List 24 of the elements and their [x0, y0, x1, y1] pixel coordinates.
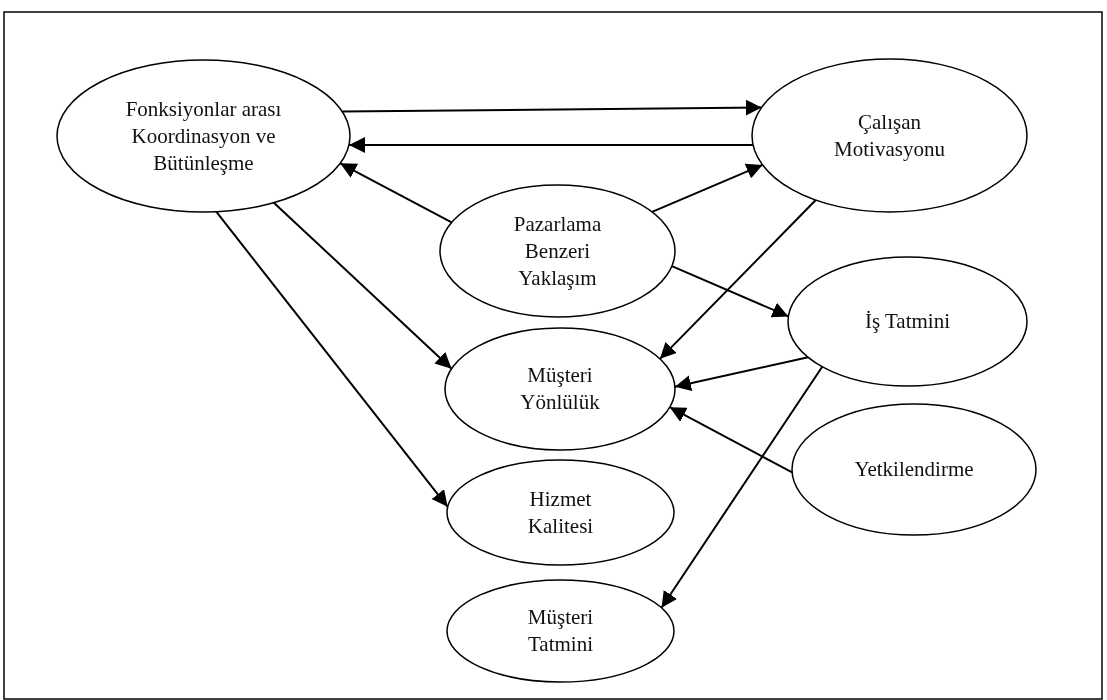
- ellipse-node: [792, 404, 1036, 535]
- node-label: Müşteri Tatmini: [526, 604, 595, 658]
- node-label: İş Tatmini: [864, 308, 951, 335]
- node-label: Müşteri Yönlülük: [519, 362, 601, 416]
- arrow: [341, 99, 763, 116]
- ellipse-node: [57, 60, 350, 212]
- ellipse-node: [447, 460, 674, 565]
- node-label: Hizmet Kalitesi: [526, 485, 595, 540]
- ellipse-node: [788, 257, 1027, 386]
- arrow: [670, 265, 790, 318]
- arrow: [660, 365, 824, 609]
- arrow: [215, 210, 449, 508]
- node-label: Pazarlama Benzeri Yaklaşım: [512, 210, 603, 292]
- node-label: Yetkilendirme: [854, 456, 974, 483]
- ellipse-node: [440, 185, 675, 317]
- arrow: [659, 199, 817, 360]
- arrow: [651, 163, 764, 213]
- node-label: Fonksiyonlar arası Koordinasyon ve Bütünleşme: [124, 95, 283, 177]
- ellipse-node: [447, 580, 674, 682]
- arrow: [339, 162, 453, 224]
- node-label: Çalışan Motivasyonu: [833, 108, 946, 163]
- ellipse-node: [445, 328, 675, 450]
- arrow: [272, 201, 453, 370]
- ellipse-node: [752, 59, 1027, 212]
